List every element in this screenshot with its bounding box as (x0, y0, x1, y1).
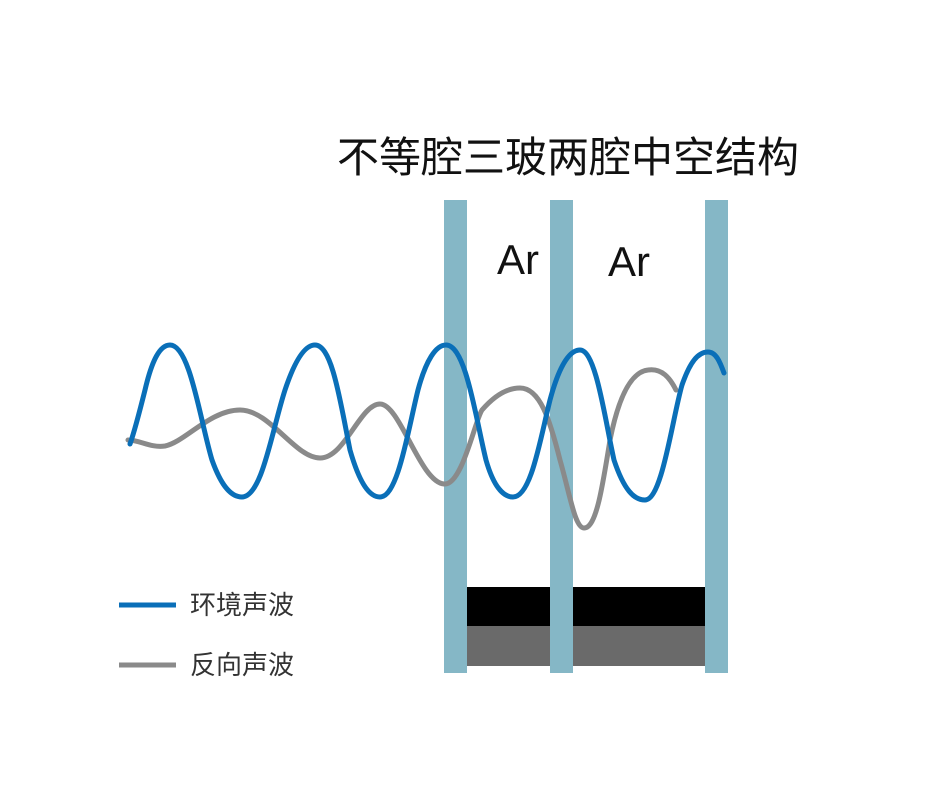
legend-label-reverse: 反向声波 (190, 651, 294, 681)
spacer-left (467, 587, 550, 666)
gas-label-cavity-1: Ar (497, 236, 539, 283)
glass-pane-3 (705, 200, 728, 673)
legend: 环境声波 反向声波 (119, 591, 294, 681)
diagram-title: 不等腔三玻两腔中空结构 (337, 133, 799, 182)
ambient-sound-wave (127, 342, 727, 503)
legend-item-ambient: 环境声波 (119, 591, 294, 621)
spacer-right-sealant (573, 587, 705, 626)
spacer-right-frame (573, 626, 705, 666)
gas-label-cavity-2: Ar (608, 238, 650, 285)
spacer-left-frame (467, 626, 550, 666)
spacer-left-sealant (467, 587, 550, 626)
legend-item-reverse: 反向声波 (119, 651, 294, 681)
legend-label-ambient: 环境声波 (190, 591, 294, 621)
spacer-right (573, 587, 705, 666)
glass-pane-2 (550, 200, 573, 673)
glass-pane-1 (444, 200, 467, 673)
